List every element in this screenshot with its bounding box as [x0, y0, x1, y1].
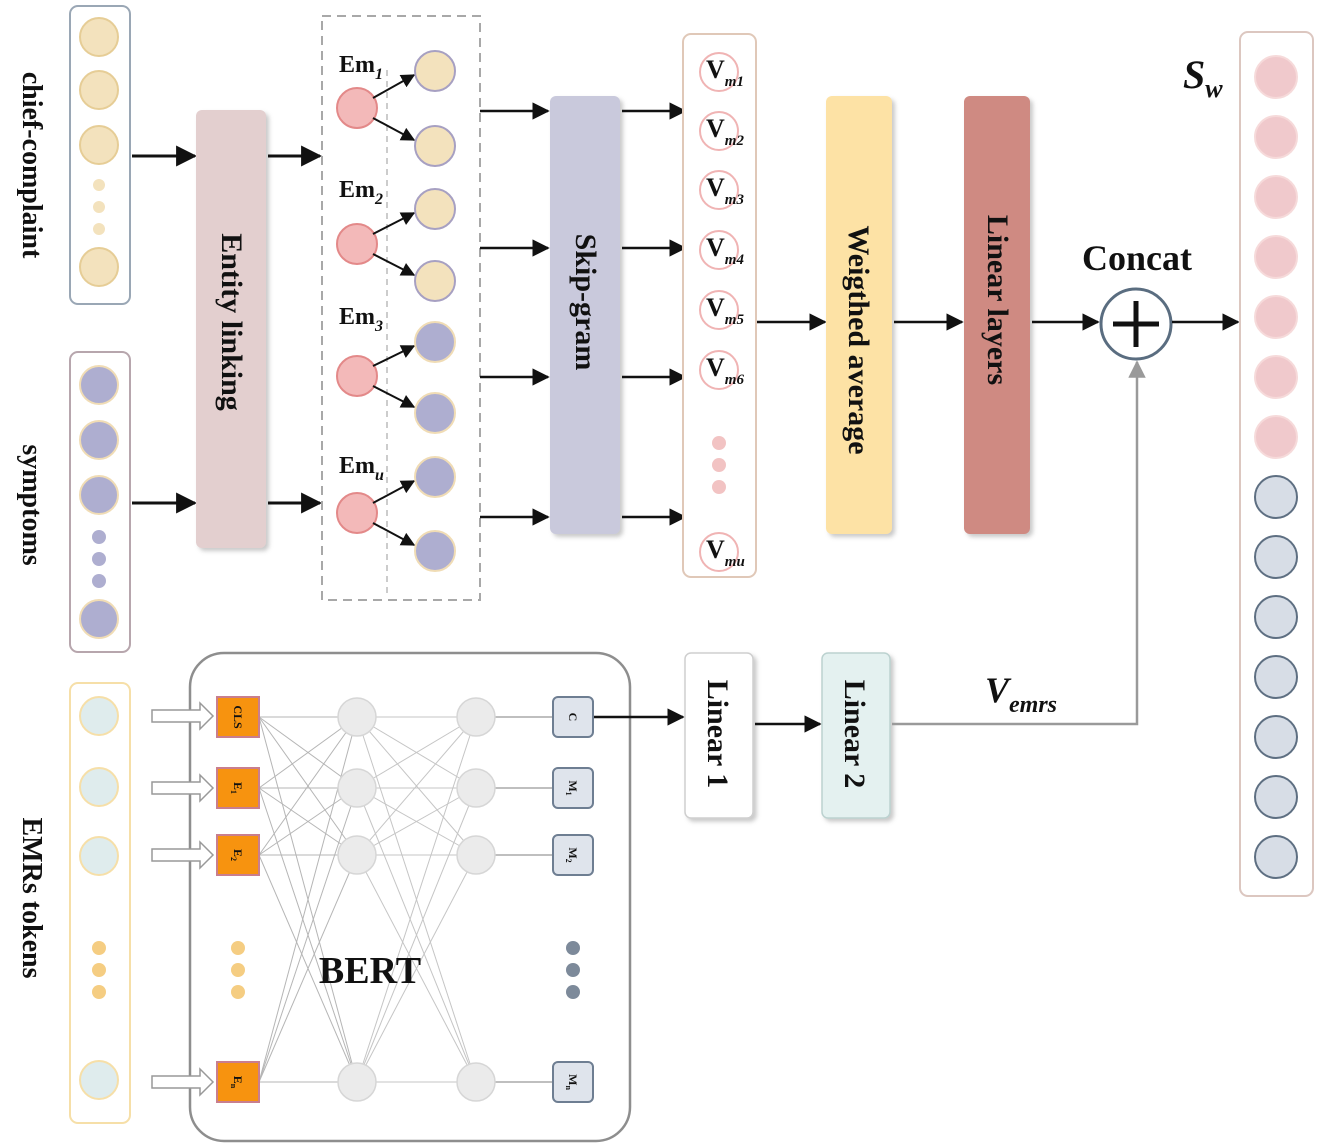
bert-input-token: E2 [216, 834, 260, 876]
entity-group: Em1 [336, 50, 456, 167]
entity-child-node [414, 392, 456, 434]
symptoms-label: symptoms [16, 444, 47, 565]
entity-box [321, 15, 481, 601]
linear-layers-block [964, 96, 1030, 534]
bert-hidden-node [337, 1062, 377, 1102]
bert-hidden-node [337, 835, 377, 875]
chief-complaint-label: chief-complaint [16, 72, 47, 259]
linear2-label: Linear 2 [838, 680, 871, 789]
linear2-block [821, 652, 891, 819]
entity-label: Em3 [339, 304, 383, 335]
entity-child-node [414, 321, 456, 363]
emrs-tokens-label: EMRs tokens [16, 817, 47, 978]
svg-text:E2: E2 [229, 849, 245, 861]
vector-item: Vm5 [699, 290, 744, 330]
output-label: Sw [1183, 52, 1223, 103]
vector-item: Vm1 [699, 52, 744, 92]
vector-item: Vm4 [699, 230, 744, 270]
entity-label: Em1 [339, 52, 383, 83]
vector-item: Vm3 [699, 170, 744, 210]
bert-hidden-node [337, 768, 377, 808]
vector-label: Vm3 [706, 173, 744, 208]
entity-child-node [414, 260, 456, 302]
entity-label: Emu [339, 453, 384, 484]
entity-node [336, 355, 378, 397]
bert-hidden-node [456, 697, 496, 737]
output-column [1239, 31, 1314, 897]
entity-child-node [414, 125, 456, 167]
entity-label: Em2 [339, 177, 383, 208]
entity-node [336, 492, 378, 534]
vector-label: Vmu [706, 535, 745, 570]
entity-child-node [414, 530, 456, 572]
vector-label: Vm6 [706, 353, 744, 388]
svg-text:CLS: CLS [231, 705, 245, 729]
skip-gram-block [550, 96, 620, 534]
emrs-tokens-column [69, 682, 131, 1124]
vector-item: Vm2 [699, 111, 744, 151]
bert-hidden-node [456, 835, 496, 875]
entity-child-node [414, 50, 456, 92]
svg-text:C: C [566, 713, 580, 722]
bert-output-token: M2 [552, 834, 594, 876]
bert-hidden-node [456, 768, 496, 808]
vector-label: Vm5 [706, 293, 744, 328]
bert-input-token: E1 [216, 767, 260, 809]
concat-label: Concat [1082, 238, 1192, 278]
entity-node [336, 87, 378, 129]
bert-label: BERT [319, 950, 421, 992]
vector-item: Vmu [699, 532, 745, 572]
entity-group: Em3 [336, 304, 456, 434]
vector-label: Vm4 [706, 233, 744, 268]
output-items [1254, 55, 1298, 879]
token-input-arrows [151, 701, 215, 1097]
emrs-vector-label: Vemrs [985, 670, 1057, 718]
entity-linking-block [196, 110, 266, 548]
svg-text:M2: M2 [564, 847, 580, 862]
svg-text:En: En [229, 1076, 245, 1089]
entity-child-node [414, 456, 456, 498]
linear1-block [684, 652, 754, 819]
bert-input-token: CLS [216, 696, 260, 738]
chief-complaint-column [69, 5, 131, 305]
bert-output-token: Mn [552, 1061, 594, 1103]
symptoms-column [69, 351, 131, 653]
entity-group: Em2 [336, 177, 456, 302]
linear1-label: Linear 1 [701, 680, 734, 789]
svg-text:E1: E1 [229, 782, 245, 794]
bert-output-token: M1 [552, 767, 594, 809]
svg-text:Mn: Mn [564, 1074, 580, 1090]
bert-hidden-node [337, 697, 377, 737]
concat-plus-icon [1099, 287, 1173, 361]
bert-connections [258, 716, 553, 1083]
svg-text:M1: M1 [564, 780, 580, 795]
skip-gram-label: Skip-gram [569, 234, 602, 371]
entity-linking-label: Entity linking [215, 233, 248, 411]
vector-label: Vm1 [706, 55, 744, 90]
entity-group: Emu [336, 453, 456, 572]
bert-output-token: C [552, 696, 594, 738]
entity-child-node [414, 188, 456, 230]
vector-item: Vm6 [699, 350, 744, 390]
linear-layers-label: Linear layers [981, 215, 1014, 385]
bert-hidden-node [456, 1062, 496, 1102]
bert-input-token: En [216, 1061, 260, 1103]
vector-label: Vm2 [706, 114, 744, 149]
weighted-average-block [826, 96, 892, 534]
weighted-average-label: Weigthed average [842, 225, 875, 454]
entity-node [336, 223, 378, 265]
